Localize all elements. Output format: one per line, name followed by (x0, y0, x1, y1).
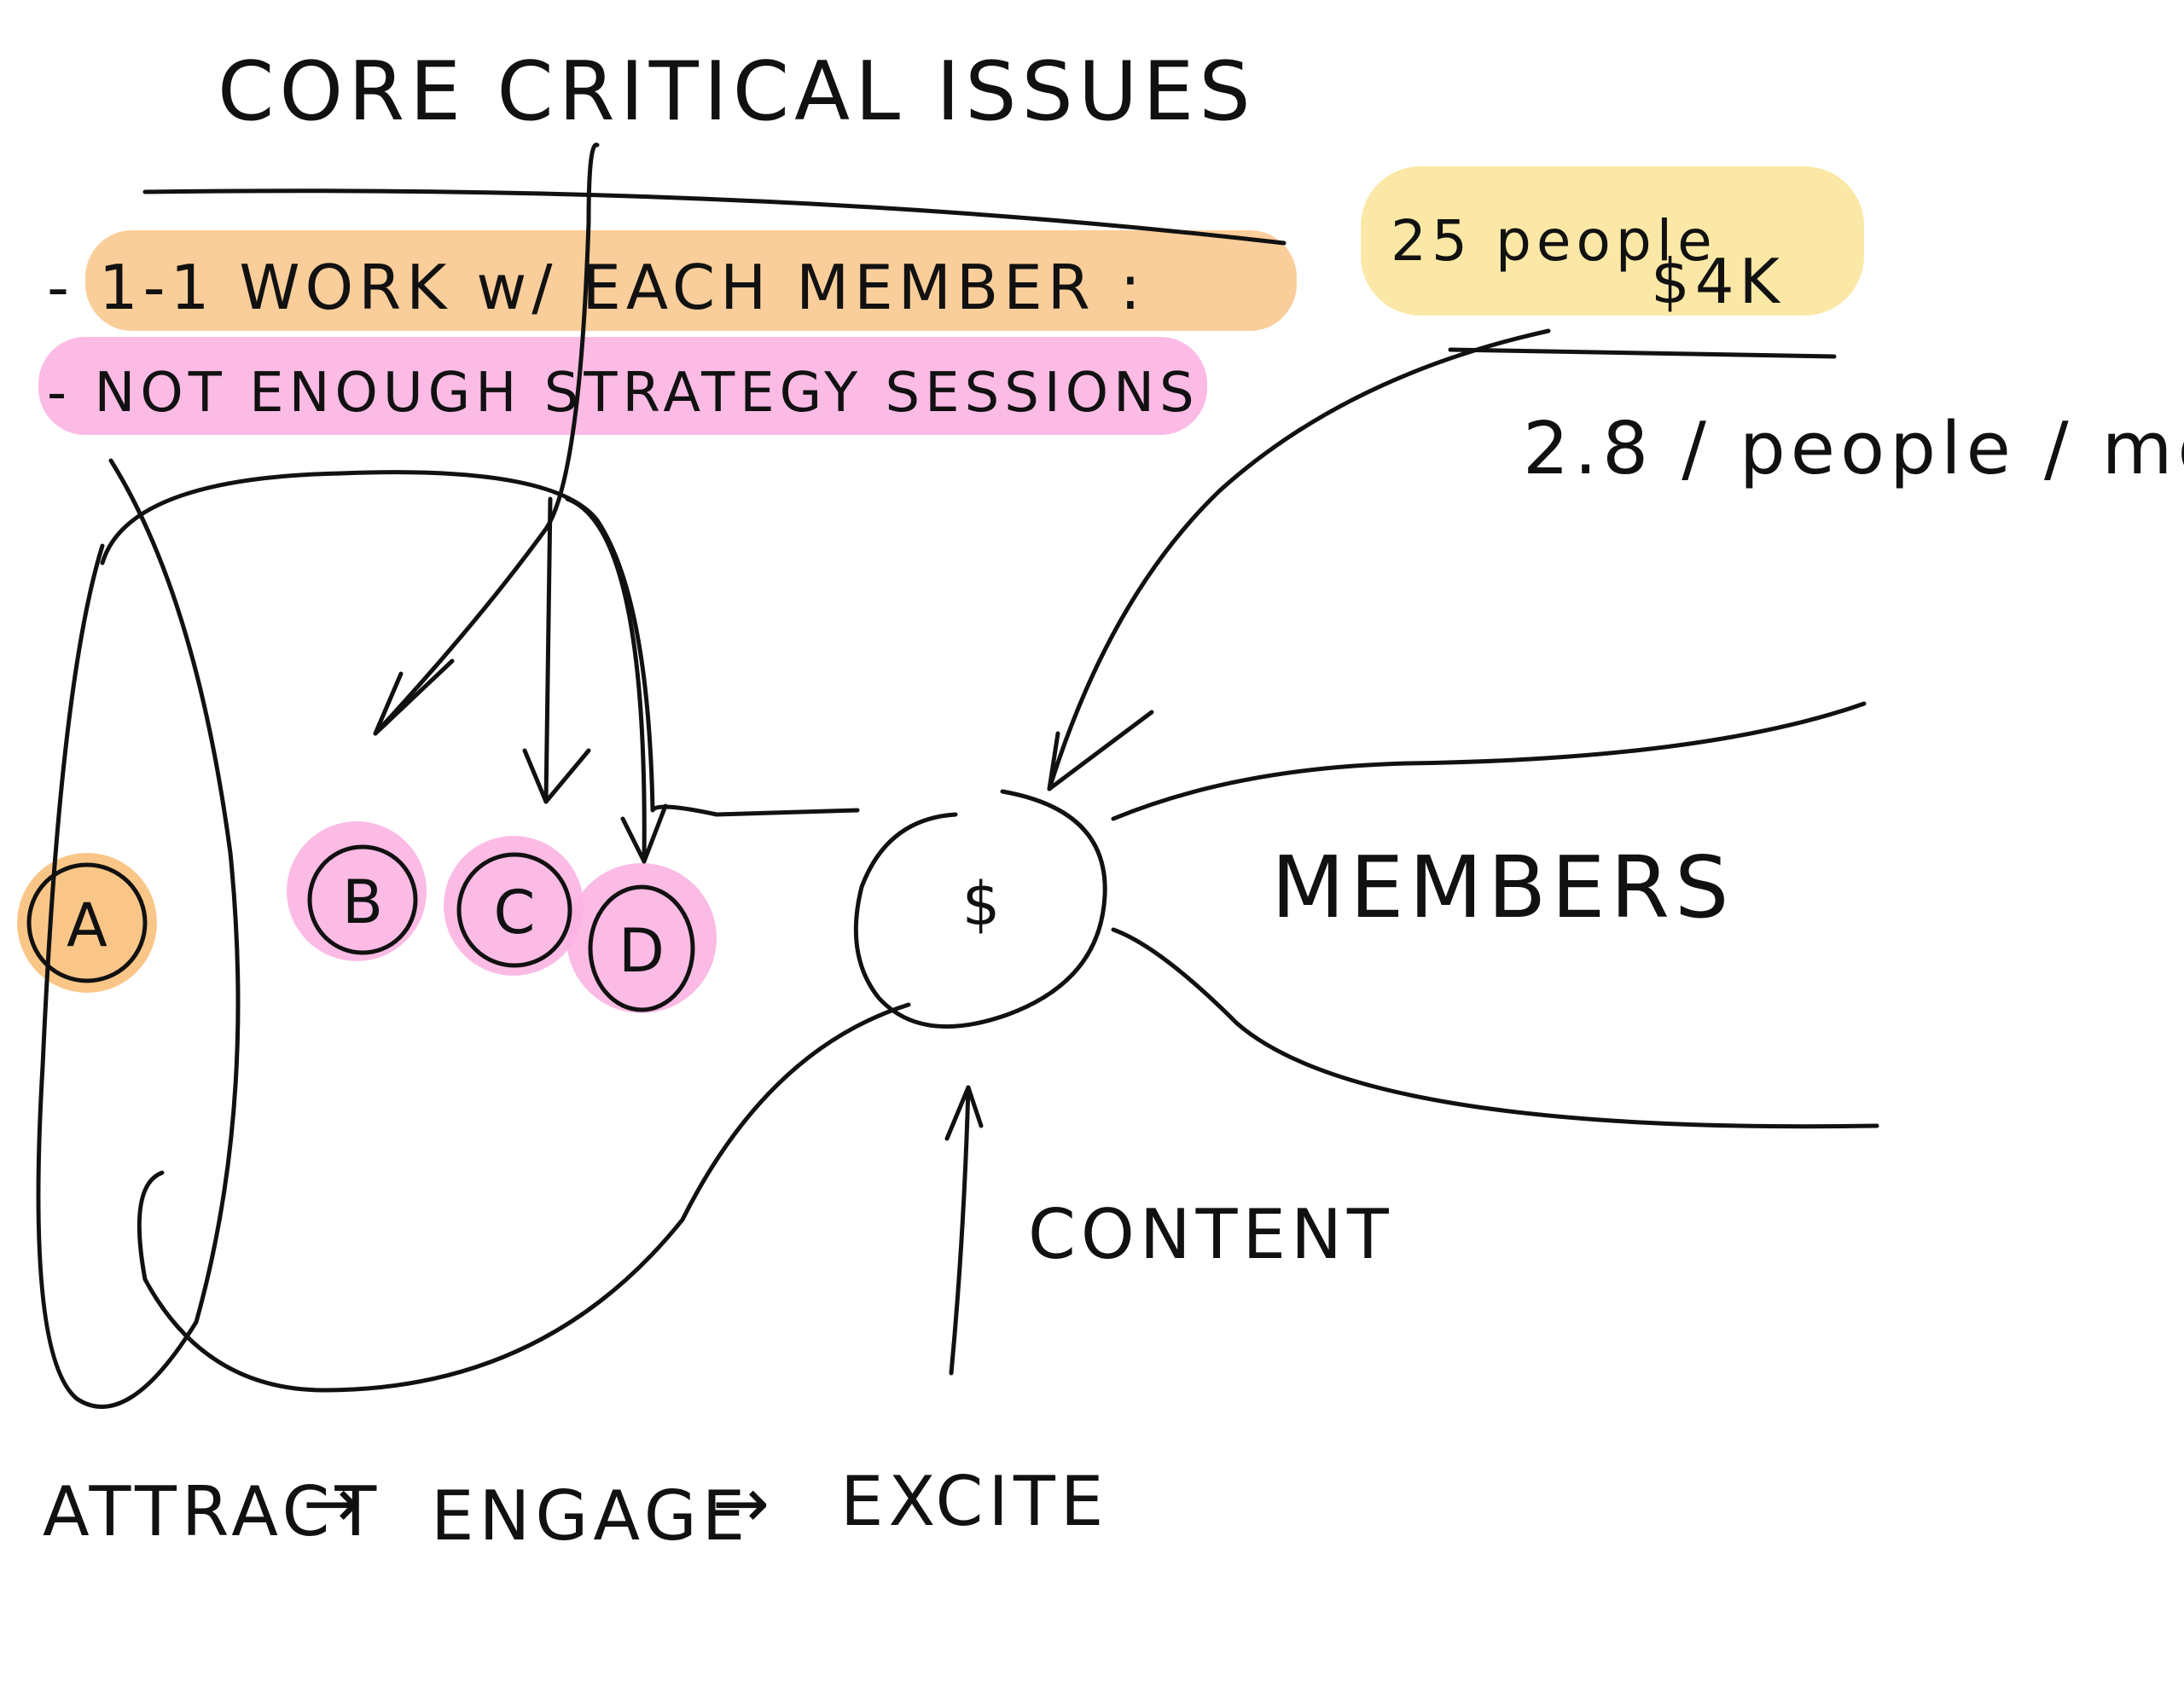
arrowhead-d (620, 803, 668, 864)
title-underline (142, 188, 1287, 246)
node-d-label: D (619, 916, 665, 986)
loop-bottom-curve (136, 1002, 911, 1393)
members-label: MEMBERS (1271, 838, 1734, 937)
node-d-circle[interactable] (588, 884, 695, 1012)
arrowhead-b (373, 658, 455, 736)
pricing-divider (1448, 347, 1837, 359)
node-d-highlight (566, 863, 717, 1013)
node-a-circle[interactable] (26, 862, 148, 983)
loop-top-arc (100, 470, 860, 817)
content-label: CONTENT (1028, 1195, 1394, 1274)
pricing-rate-text: 2.8 / people / month (1523, 407, 2184, 491)
funnel-arrow-1: → (303, 1464, 365, 1543)
loop-left-curve (36, 458, 241, 1409)
funnel-arrow-2: → (712, 1464, 775, 1543)
arrow-to-c (543, 496, 553, 804)
arrow-pricing-to-hub (1047, 328, 1551, 791)
hub-circle[interactable] (853, 789, 1107, 1029)
issue-2-highlight (38, 337, 1207, 435)
issue-1-text: - 1-1 WORK w/ EACH MEMBER : (47, 252, 1146, 323)
node-b-circle[interactable] (307, 844, 418, 955)
issue-2-text: - NOT ENOUGH STRATEGY SESSIONS (47, 362, 1199, 425)
funnel-step-engage: ENGAGE (431, 1476, 750, 1556)
node-c-highlight (444, 836, 584, 976)
node-c-circle[interactable] (456, 852, 572, 968)
funnel-step-attract: ATTRACT (43, 1472, 381, 1551)
pricing-highlight (1361, 166, 1864, 316)
arrowhead-hub (1047, 710, 1154, 791)
content-arrowhead (944, 1085, 984, 1141)
arrow-to-d (565, 496, 647, 864)
pricing-people-text: 25 people (1391, 208, 1717, 274)
title-text: CORE CRITICAL ISSUES (218, 45, 1256, 139)
node-b-label: B (342, 867, 383, 937)
hub-symbol: $ (962, 869, 1001, 939)
arrow-title-to-b (373, 142, 600, 736)
node-c-label: C (494, 878, 536, 948)
issue-1-highlight (85, 230, 1297, 331)
members-branch-bottom (1111, 927, 1879, 1129)
pricing-amount-text: $4K (1651, 246, 1785, 317)
content-arrow (949, 1085, 971, 1376)
node-a-label: A (67, 890, 107, 960)
funnel-step-excite: EXCITE (840, 1462, 1108, 1541)
members-branch-top (1111, 701, 1867, 821)
arrowhead-c (522, 748, 591, 804)
